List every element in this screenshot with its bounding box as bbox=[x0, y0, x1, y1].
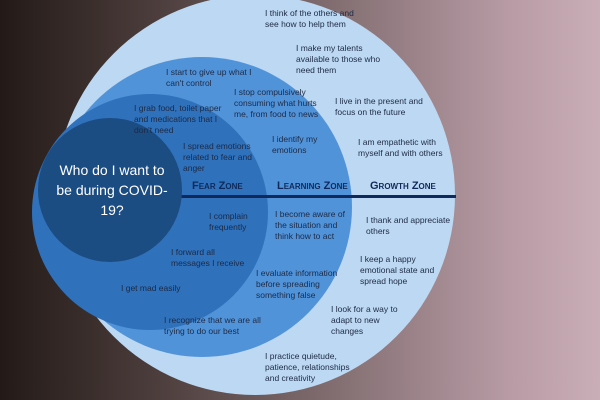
growth-item: I make my talents available to those who… bbox=[296, 43, 381, 75]
growth-zone-label: Growth Zone bbox=[370, 180, 436, 192]
growth-item: I practice quietude, patience, relations… bbox=[265, 351, 350, 383]
growth-item: I keep a happy emotional state and sprea… bbox=[360, 254, 435, 286]
fear-item: I get mad easily bbox=[121, 283, 181, 293]
learning-item: I start to give up what I can't control bbox=[166, 67, 252, 88]
fear-item: I grab food, toilet paper and medication… bbox=[134, 103, 222, 135]
growth-item: I look for a way to adapt to new changes bbox=[331, 304, 398, 336]
growth-item: I am empathetic with myself and with oth… bbox=[358, 137, 443, 158]
growth-item: I live in the present and focus on the f… bbox=[335, 96, 423, 117]
zone-axis-line bbox=[178, 195, 456, 198]
learning-item: I become aware of the situation and thin… bbox=[275, 209, 345, 241]
core-circle bbox=[38, 118, 182, 262]
learning-item: I stop compulsively consuming what hurts… bbox=[234, 87, 319, 119]
learning-item: I recognize that we are all trying to do… bbox=[164, 315, 261, 336]
fear-zone-label: Fear Zone bbox=[192, 180, 243, 192]
fear-item: I complain frequently bbox=[209, 211, 248, 232]
center-question: Who do I want to be during COVID-19? bbox=[56, 162, 168, 218]
learning-item: I evaluate information before spreading … bbox=[256, 268, 338, 300]
growth-item: I think of the others and see how to hel… bbox=[265, 8, 354, 29]
learning-item: I identify my emotions bbox=[272, 134, 318, 155]
learning-zone-label: Learning Zone bbox=[277, 180, 348, 192]
fear-item: I forward all messages I receive bbox=[171, 247, 245, 268]
fear-item: I spread emotions related to fear and an… bbox=[183, 141, 252, 173]
growth-item: I thank and appreciate others bbox=[366, 215, 451, 236]
